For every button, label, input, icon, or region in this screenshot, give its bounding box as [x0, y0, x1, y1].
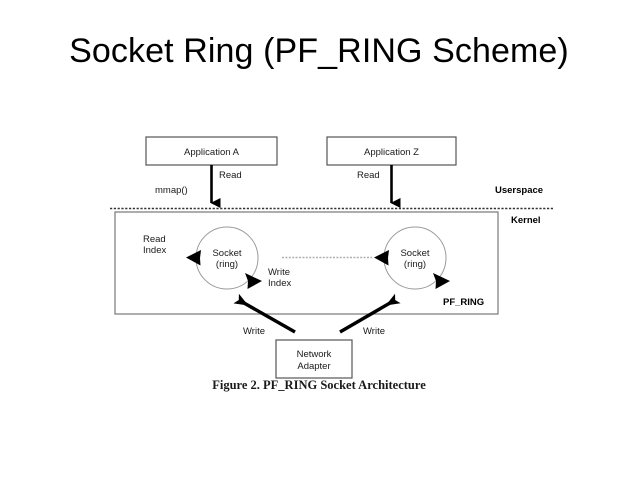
write-left-label: Write [243, 326, 265, 337]
write-index-label: Write Index [268, 267, 291, 289]
right-socket-ring: Socket (ring) [374, 226, 450, 290]
read-index-label: Read Index [143, 234, 166, 256]
application-z-box: Application Z [326, 136, 457, 166]
left-ring-read-arrowhead [186, 250, 201, 266]
userspace-label: Userspace [495, 185, 543, 196]
figure-diagram: Application A Application Z Read Read mm… [0, 110, 638, 410]
write-arrow-right: Write [339, 293, 401, 337]
write-arrow-left: Write [233, 293, 296, 337]
diagram-svg: Application A Application Z Read Read mm… [110, 136, 553, 379]
read-index-line2: Index [143, 245, 166, 256]
network-adapter-box: Network Adapter [275, 339, 353, 379]
right-ring-label-1: Socket [400, 248, 429, 259]
read-arrow-z: Read [357, 165, 401, 208]
pf-ring-label: PF_RING [443, 297, 484, 308]
left-ring-label-2: (ring) [216, 259, 238, 270]
application-z-label: Application Z [364, 147, 419, 158]
right-ring-label-2: (ring) [404, 259, 426, 270]
write-right-label: Write [363, 326, 385, 337]
application-a-box: Application A [145, 136, 278, 166]
network-adapter-line1: Network [297, 349, 332, 360]
left-socket-ring: Socket (ring) [186, 226, 262, 290]
network-adapter-line2: Adapter [297, 361, 330, 372]
right-ring-write-arrowhead [433, 273, 450, 289]
kernel-label: Kernel [511, 215, 541, 226]
kernel-box [114, 211, 499, 315]
left-ring-label-1: Socket [212, 248, 241, 259]
application-a-label: Application A [184, 147, 240, 158]
write-index-line1: Write [268, 267, 290, 278]
right-ring-read-arrowhead [374, 250, 389, 266]
mmap-label: mmap() [155, 185, 188, 196]
page-title: Socket Ring (PF_RING Scheme) [69, 32, 569, 70]
read-a-label: Read [219, 170, 242, 181]
write-index-line2: Index [268, 278, 291, 289]
read-z-label: Read [357, 170, 380, 181]
read-index-line1: Read [143, 234, 166, 245]
read-arrow-a: Read [210, 165, 242, 208]
left-ring-write-arrowhead [245, 273, 262, 289]
figure-caption: Figure 2. PF_RING Socket Architecture [212, 378, 426, 392]
